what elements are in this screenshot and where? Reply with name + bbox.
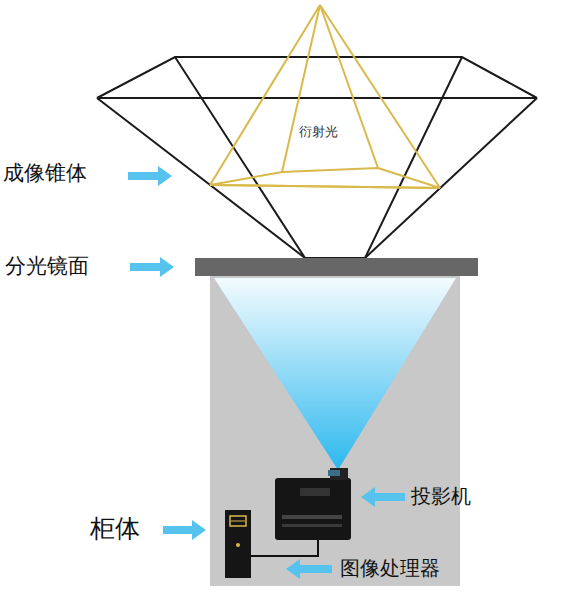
imaging-cone — [97, 57, 537, 258]
beam-splitter — [195, 258, 478, 276]
cable — [251, 540, 318, 556]
part-label: 柜体 — [90, 515, 140, 543]
pointer-arrows — [128, 166, 405, 579]
part-label: 投影机 — [411, 485, 471, 507]
light-beam — [214, 278, 456, 470]
part-label: 成像锥体 — [3, 162, 87, 185]
cabinet — [210, 276, 460, 586]
image-processor — [225, 510, 251, 578]
part-label: 分光镜面 — [5, 255, 89, 278]
part-label: 图像处理器 — [340, 557, 440, 579]
diffraction-pyramid — [210, 5, 440, 188]
projector — [275, 468, 351, 540]
inner-label: 衍射光 — [299, 125, 338, 139]
